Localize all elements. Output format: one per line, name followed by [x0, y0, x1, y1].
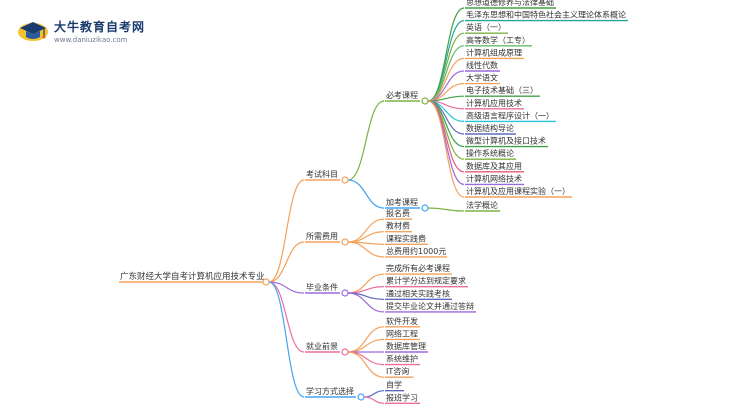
leaf-node-0-6: 大学语文	[466, 73, 498, 83]
edge-root-branch-2	[268, 281, 305, 294]
logo-url: www.daniuzikao.com	[54, 36, 128, 44]
edge-root-branch-4	[268, 281, 305, 398]
leaf-node-b3-1: 网络工程	[386, 328, 418, 338]
logo-title: 大牛教育自考网	[54, 20, 146, 34]
leaf-node-0-1: 毛泽东思想和中国特色社会主义理论体系概论	[466, 10, 626, 20]
branch-2-collapse-toggle[interactable]	[341, 289, 349, 297]
mindmap-nodes: 广东财经大学自考计算机应用技术专业 考试科目 必考课程 思想道德修养与法律基础毛泽东思…	[119, 0, 628, 404]
mindmap-edges	[268, 7, 465, 404]
edge-branch-0-group-0	[347, 100, 385, 181]
edge-root-branch-1	[268, 241, 305, 283]
leaf-node-0-3: 高等数学（工专）	[466, 35, 530, 45]
branch-1-collapse-toggle[interactable]	[341, 238, 349, 246]
edge-branch-3-leaf-4	[347, 351, 385, 378]
edge-branch-1-leaf-3	[347, 241, 385, 258]
edge-branch-4-leaf-1	[363, 396, 385, 404]
graduation-cap-icon	[18, 22, 48, 41]
edge-group-0-leaf-2	[427, 32, 465, 102]
leaf-node-b2-2: 通过相关实践考核	[386, 288, 450, 298]
leaf-node-0-5: 线性代数	[466, 60, 498, 70]
leaf-node-0-7: 电子技术基础（三）	[466, 85, 538, 95]
edge-branch-1-leaf-1	[347, 231, 385, 243]
edge-branch-3-leaf-3	[347, 351, 385, 366]
branch-node-3: 就业前景	[306, 341, 338, 351]
leaf-node-b1-0: 报名费	[386, 208, 410, 218]
leaf-node-b1-2: 课程实践费	[386, 233, 426, 243]
group-node-1: 加考课程	[386, 197, 418, 207]
edge-root-branch-0	[268, 179, 305, 283]
leaf-node-0-2: 英语（一）	[466, 22, 506, 32]
leaf-node-0-4: 计算机组成原理	[466, 47, 522, 57]
leaf-node-0-11: 微型计算机及接口技术	[466, 136, 546, 146]
group-0-collapse-toggle[interactable]	[421, 97, 429, 105]
branch-3-collapse-toggle[interactable]	[341, 348, 349, 356]
group-node-0: 必考课程	[386, 90, 418, 100]
edge-root-branch-3	[268, 281, 305, 353]
logo: 大牛教育自考网 www.daniuzikao.com	[14, 14, 164, 50]
leaf-node-0-10: 数据结构导论	[466, 123, 514, 133]
edge-group-0-leaf-15	[427, 100, 465, 198]
leaf-node-b1-1: 教材费	[386, 221, 410, 231]
branch-node-1: 所需费用	[306, 231, 338, 241]
edge-group-1-leaf-0	[427, 207, 465, 212]
leaf-node-0-9: 高级语言程序设计（一）	[466, 110, 554, 120]
leaf-node-b2-1: 累计学分达到规定要求	[386, 276, 466, 286]
root-collapse-toggle[interactable]	[262, 278, 270, 286]
leaf-node-b2-3: 提交毕业论文并通过答辩	[386, 301, 474, 311]
leaf-node-0-12: 操作系统概论	[466, 148, 514, 158]
leaf-node-0-14: 计算机网络技术	[466, 173, 522, 183]
leaf-node-b3-3: 系统维护	[386, 354, 418, 364]
leaf-node-1-0: 法学概论	[466, 200, 498, 210]
leaf-node-b1-3: 总费用约1000元	[386, 246, 446, 256]
group-1-collapse-toggle[interactable]	[421, 204, 429, 212]
leaf-node-0-15: 计算机及应用课程实验（一）	[466, 186, 570, 196]
branch-node-0: 考试科目	[306, 169, 338, 179]
leaf-node-0-13: 数据库及其应用	[466, 161, 522, 171]
edge-branch-0-group-1	[347, 179, 385, 209]
edge-group-0-leaf-14	[427, 100, 465, 185]
leaf-node-b2-0: 完成所有必考课程	[386, 263, 450, 273]
edge-group-0-leaf-11	[427, 100, 465, 148]
leaf-node-b3-4: IT咨询	[386, 366, 409, 376]
edge-branch-4-leaf-0	[363, 390, 385, 398]
leaf-node-b3-0: 软件开发	[386, 316, 418, 326]
leaf-node-0-8: 计算机应用技术	[466, 98, 522, 108]
leaf-node-0-0: 思想道德修养与法律基础	[466, 0, 554, 7]
root-node: 广东财经大学自考计算机应用技术专业	[120, 271, 265, 282]
branch-node-4: 学习方式选择	[306, 386, 354, 396]
edge-branch-2-leaf-3	[347, 292, 385, 313]
branch-0-collapse-toggle[interactable]	[341, 176, 349, 184]
branch-4-collapse-toggle[interactable]	[357, 393, 365, 401]
leaf-node-b3-2: 数据库管理	[386, 341, 426, 351]
leaf-node-b4-0: 自学	[386, 380, 402, 390]
leaf-node-b4-1: 报班学习	[386, 392, 418, 402]
edge-branch-3-leaf-1	[347, 338, 385, 353]
branch-node-2: 毕业条件	[306, 282, 338, 292]
edge-branch-1-leaf-0	[347, 218, 385, 243]
edge-group-0-leaf-1	[427, 20, 465, 102]
